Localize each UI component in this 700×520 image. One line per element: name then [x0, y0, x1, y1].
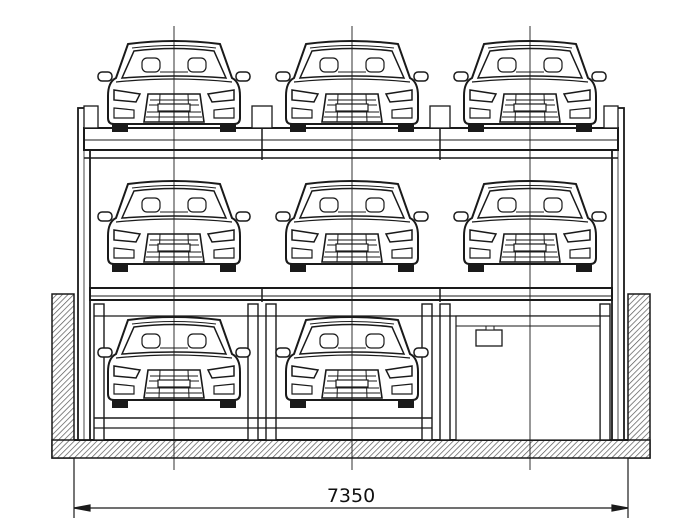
cars-pit-level	[97, 316, 429, 409]
overall-width-dimension: 7350	[327, 485, 375, 507]
middle-platform	[89, 287, 613, 302]
center-lines	[173, 26, 531, 470]
upper-platform	[83, 105, 619, 160]
dimension-line	[73, 458, 629, 518]
pit-walls	[51, 293, 651, 459]
